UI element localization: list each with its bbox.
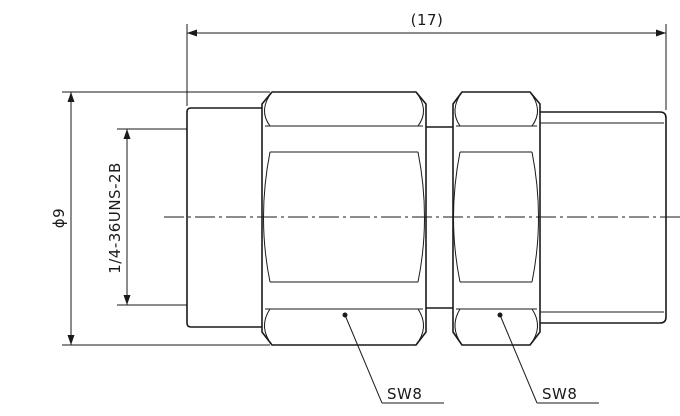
length-dimension: (17)	[186, 11, 667, 110]
right-tube	[540, 111, 667, 324]
wrench-left-label: SW8	[387, 385, 422, 403]
wrench-callout-left: SW8	[342, 312, 444, 404]
wrench-right-label: SW8	[542, 385, 577, 403]
small-hex-nut	[452, 91, 541, 346]
fitting-body	[186, 91, 667, 346]
thread-label: 1/4-36UNS-2B	[106, 162, 124, 274]
large-hex-nut	[261, 91, 427, 346]
diameter-dimension: ϕ9	[50, 91, 270, 346]
left-collar	[186, 107, 262, 328]
diameter-label: ϕ9	[50, 208, 68, 228]
thread-dimension: 1/4-36UNS-2B	[106, 128, 187, 306]
neck	[426, 126, 453, 309]
wrench-callout-right: SW8	[497, 312, 599, 404]
length-label: (17)	[411, 11, 444, 29]
